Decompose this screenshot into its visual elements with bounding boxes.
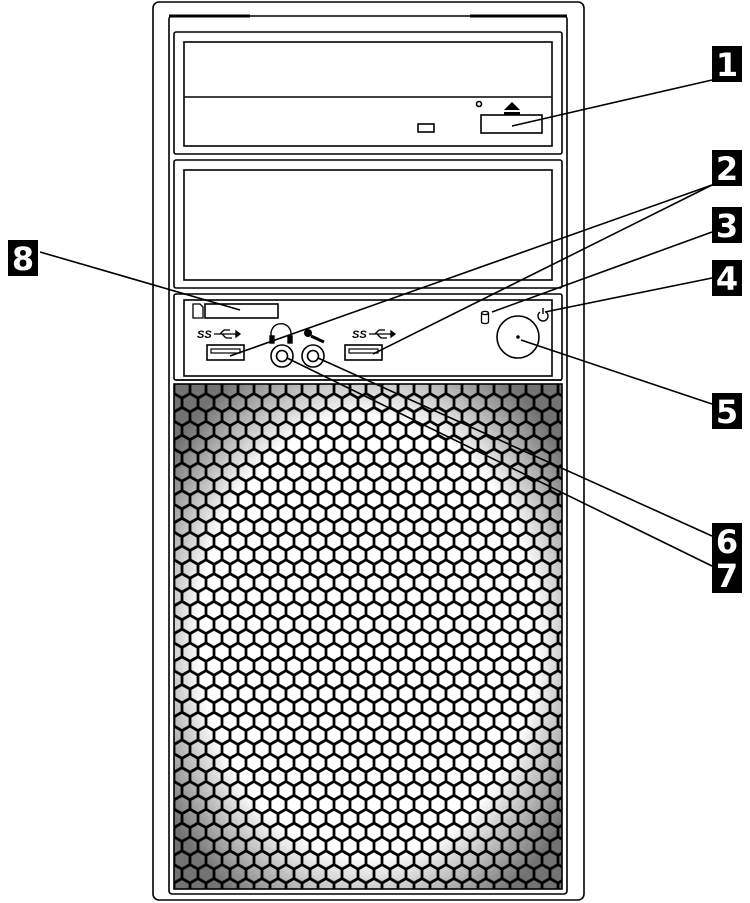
power-icon (537, 308, 549, 322)
optical-drive[interactable] (173, 31, 563, 155)
callout-2: 2 (712, 150, 742, 188)
callout-7-label: 7 (716, 557, 738, 595)
callout-4-label: 4 (716, 260, 738, 298)
usb-icon (214, 329, 242, 339)
callout-7: 7 (712, 557, 742, 595)
callout-8: 8 (8, 240, 38, 278)
callout-6-label: 6 (716, 523, 738, 561)
usb-right-label: SS (352, 329, 367, 341)
callout-8-label: 8 (12, 240, 34, 278)
callout-3-label: 3 (716, 207, 738, 245)
callout-1-label: 1 (716, 46, 738, 84)
ventilation-grille (173, 383, 563, 890)
headset-jack[interactable] (269, 322, 294, 368)
usb-port-right[interactable]: SS (344, 329, 397, 361)
callout-1: 1 (712, 46, 742, 84)
usb-port-left[interactable]: SS (197, 329, 245, 361)
drive-activity-indicator (480, 310, 490, 325)
callout-2-label: 2 (716, 150, 738, 188)
callout-6: 6 (712, 523, 742, 561)
leader-lines (39, 79, 713, 567)
headset-icon (269, 322, 293, 344)
card-reader-icon (192, 303, 204, 319)
callout-5: 5 (712, 393, 742, 431)
eject-button[interactable] (480, 114, 543, 134)
microphone-icon (304, 329, 325, 344)
usb-icon (369, 329, 397, 339)
drive-activity-icon (480, 310, 490, 325)
eject-icon (504, 102, 520, 115)
usb-left-label: SS (197, 329, 212, 341)
power-button[interactable] (496, 308, 549, 359)
callout-5-label: 5 (716, 393, 738, 431)
callout-4: 4 (712, 260, 742, 298)
card-reader[interactable] (192, 303, 279, 319)
microphone-jack[interactable] (301, 329, 325, 368)
drive-bay-2 (173, 159, 563, 289)
callout-3: 3 (712, 207, 742, 245)
